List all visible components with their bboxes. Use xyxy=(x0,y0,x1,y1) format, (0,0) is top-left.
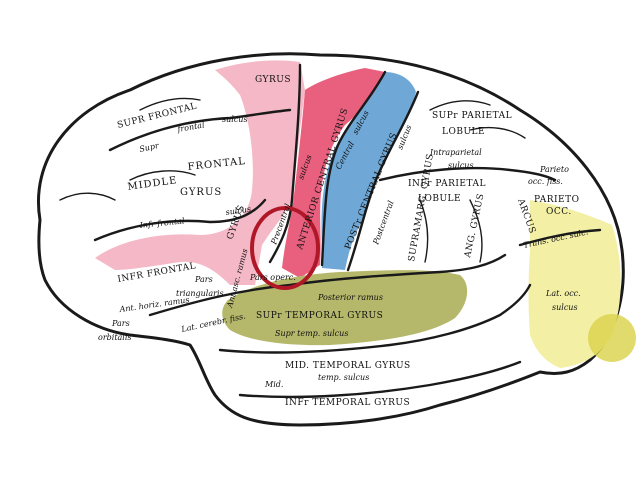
intraparietal-sulcus xyxy=(378,166,557,182)
label-pars-orbitalis-2: orbitalis xyxy=(98,333,132,342)
occipital-pole-dot xyxy=(588,314,636,362)
label-intraparietal-2: sulcus xyxy=(448,161,474,170)
label-parieto-occ-fiss-1: Parieto xyxy=(539,165,569,174)
label-parieto-occ-2: OCC. xyxy=(546,207,572,217)
inf-frontal-sulcus xyxy=(93,198,267,242)
label-parieto-occ: PARIETO xyxy=(534,195,580,205)
frontal-minor-2 xyxy=(129,170,196,181)
label-sup-temp-sulcus: Supr temp. sulcus xyxy=(275,329,348,338)
label-mid-temporal-gyrus: MID. TEMPORAL GYRUS xyxy=(285,361,411,371)
label-intraparietal-1: Intraparietal xyxy=(429,148,482,157)
label-lat-occ-sulc-1: Lat. occ. xyxy=(545,289,581,298)
label-sup-temporal-gyrus: SUPr TEMPORAL GYRUS xyxy=(256,311,383,321)
precentral-pink-region xyxy=(95,60,305,285)
sup-frontal-sulcus xyxy=(108,108,292,152)
frontal-minor-1 xyxy=(59,192,116,201)
ang-minor xyxy=(469,199,483,263)
supramarg-minor xyxy=(419,199,429,263)
label-pars-opercularis: Pars operc. xyxy=(249,273,296,282)
precentral-sulcus xyxy=(268,63,302,264)
label-inf-parietal-2: LOBULE xyxy=(418,194,461,204)
label-inf-temporal-gyrus: INFr TEMPORAL GYRUS xyxy=(285,398,410,408)
label-inf-frontal-sulcus-2: sulcus xyxy=(225,205,252,217)
label-gyrus-top: GYRUS xyxy=(255,75,291,85)
central-sulcus xyxy=(320,70,387,267)
post-central-gyrus-region xyxy=(321,72,416,270)
label-pars-orbitalis-1: Pars xyxy=(111,319,130,328)
label-pars-triangularis-1: Pars xyxy=(194,275,213,284)
trans-occ-sulcus xyxy=(518,228,602,247)
ant-central-gyrus-region xyxy=(282,68,385,278)
label-sup-parietal-1: SUPr PARIETAL xyxy=(432,111,512,121)
inf-temporal-sulcus xyxy=(238,360,522,399)
parietal-minor-2 xyxy=(469,126,526,139)
label-posterior-ramus: Posterior ramus xyxy=(317,293,383,302)
frontal-minor-3 xyxy=(139,97,201,111)
label-sup-parietal-2: LOBULE xyxy=(442,127,485,137)
parietal-minor-1 xyxy=(429,100,491,111)
label-middle-frontal-3: GYRUS xyxy=(180,187,222,198)
label-sup-frontal-sulcus-3: sulcus xyxy=(222,115,248,124)
label-sup-frontal-sulcus-1: Supr xyxy=(139,141,161,154)
label-pars-triangularis-2: triangularis xyxy=(176,289,224,298)
label-lat-occ-sulc-2: sulcus xyxy=(552,303,578,312)
label-inf-parietal-1: INFr PARIETAL xyxy=(408,179,486,189)
highlight-circle xyxy=(250,206,320,290)
label-mid-temp-sulcus-2: temp. sulcus xyxy=(318,373,369,382)
postcentral-sulcus xyxy=(346,90,420,272)
label-mid-temp-sulcus-1: Mid. xyxy=(264,380,283,389)
sup-temporal-sulcus xyxy=(218,283,532,354)
label-parieto-occ-fiss-2: occ. fiss. xyxy=(528,177,563,186)
lateral-fissure xyxy=(148,253,507,317)
